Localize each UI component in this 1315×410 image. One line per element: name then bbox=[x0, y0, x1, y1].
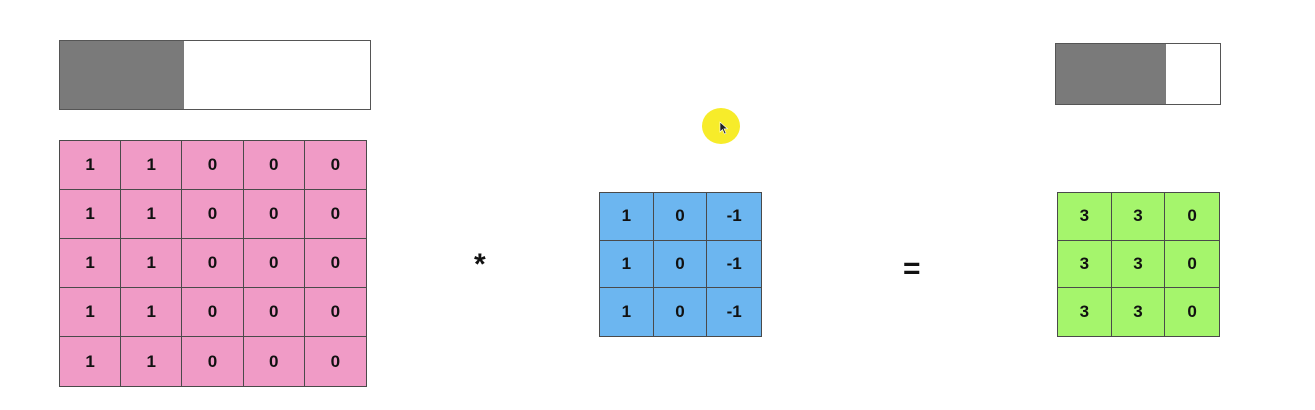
input-matrix-cell: 0 bbox=[182, 288, 244, 337]
input-matrix-cell: 0 bbox=[304, 239, 366, 288]
input-matrix-cell: 0 bbox=[182, 190, 244, 239]
input-matrix-cell: 1 bbox=[121, 337, 183, 386]
input-matrix-cell: 0 bbox=[182, 337, 244, 386]
input-matrix-cell: 1 bbox=[60, 190, 122, 239]
output-matrix-cell: 3 bbox=[1111, 193, 1166, 241]
kernel-matrix-cell: 1 bbox=[600, 288, 654, 336]
kernel-matrix-cell: 0 bbox=[653, 193, 708, 241]
output-matrix-cell: 3 bbox=[1111, 240, 1166, 289]
input-matrix-cell: 0 bbox=[243, 239, 305, 288]
convolution-operator: * bbox=[474, 248, 486, 281]
input-progress-bar bbox=[59, 40, 371, 110]
kernel-matrix-cell: 1 bbox=[600, 193, 654, 241]
input-matrix-cell: 0 bbox=[243, 141, 305, 190]
input-matrix-cell: 0 bbox=[243, 288, 305, 337]
kernel-matrix-cell: 1 bbox=[600, 240, 654, 289]
equals-operator: = bbox=[903, 252, 921, 285]
input-matrix-cell: 1 bbox=[60, 141, 122, 190]
output-progress-bar bbox=[1055, 43, 1221, 105]
input-matrix-cell: 1 bbox=[60, 337, 122, 386]
input-matrix-cell: 0 bbox=[244, 337, 305, 386]
output-matrix-cell: 0 bbox=[1165, 193, 1219, 241]
output-progress-fill bbox=[1056, 44, 1166, 104]
kernel-matrix-cell: -1 bbox=[726, 302, 742, 322]
output-matrix-cell: 0 bbox=[1165, 241, 1219, 289]
kernel-matrix-cell: 0 bbox=[653, 240, 708, 289]
input-matrix-cell: 0 bbox=[330, 351, 341, 371]
input-matrix-cell: 1 bbox=[121, 190, 183, 239]
output-matrix-cell: 3 bbox=[1058, 240, 1112, 289]
input-matrix-cell: 1 bbox=[121, 239, 183, 288]
kernel-matrix-cell: -1 bbox=[707, 193, 761, 241]
input-matrix-cell: 1 bbox=[60, 288, 122, 337]
input-matrix-cell: 1 bbox=[121, 141, 183, 190]
input-progress-fill bbox=[60, 41, 184, 109]
input-matrix-cell: 0 bbox=[243, 190, 305, 239]
input-matrix-cell: 0 bbox=[304, 190, 366, 239]
input-matrix-cell: 0 bbox=[182, 141, 244, 190]
kernel-matrix-cell: -1 bbox=[707, 241, 761, 289]
input-matrix-cell: 0 bbox=[304, 288, 366, 337]
input-matrix-cell: 1 bbox=[121, 288, 183, 337]
output-matrix-cell: 3 bbox=[1112, 288, 1166, 336]
input-matrix-cell: 0 bbox=[304, 141, 366, 190]
input-matrix-cell: 0 bbox=[182, 239, 244, 288]
input-matrix-cell: 1 bbox=[60, 239, 122, 288]
output-matrix-cell: 3 bbox=[1058, 288, 1112, 336]
kernel-matrix-cell: 0 bbox=[654, 288, 708, 336]
output-matrix-cell: 0 bbox=[1187, 302, 1197, 322]
mouse-pointer-icon bbox=[719, 121, 729, 135]
output-matrix-cell: 3 bbox=[1058, 193, 1112, 241]
